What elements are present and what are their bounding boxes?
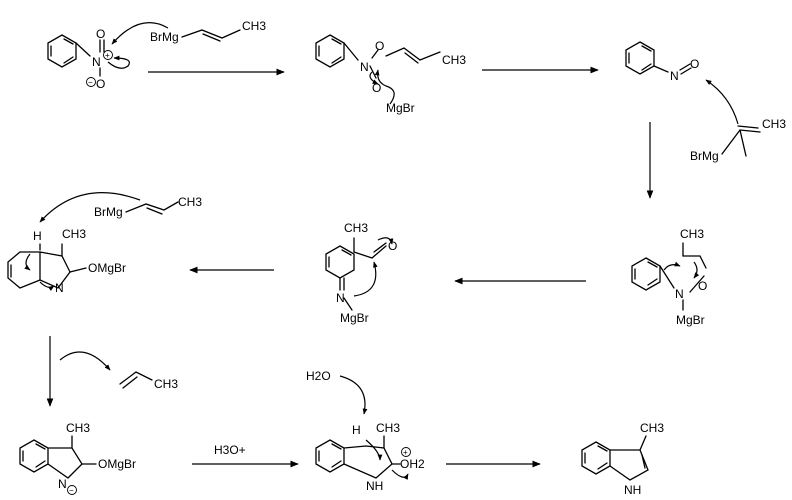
omgbr-label-7: OMgBr (98, 457, 136, 471)
intermediate-7-structure: CH3 OMgBr N − (19, 421, 136, 495)
hydrogen-label-6: H (33, 229, 42, 243)
methyl-label-7: CH3 (66, 421, 90, 435)
mgbr-label-4: MgBr (676, 313, 705, 327)
methyl-label-4: CH3 (680, 227, 704, 241)
methyl-label-9: CH3 (640, 421, 664, 435)
product-3-methylindole-structure: CH3 NH (581, 421, 664, 497)
intermediate-5-structure: CH3 O N MgBr (325, 221, 397, 325)
svg-text:−: − (88, 78, 93, 87)
int5-n-label: N (336, 291, 345, 305)
int5-o-label: O (388, 239, 397, 253)
int2-o-bottom-label: O (372, 81, 381, 95)
methyl-label-2: CH3 (442, 53, 466, 67)
water-label: H2O (306, 369, 331, 383)
int2-n-label: N (360, 60, 369, 74)
grignard-label-3: BrMg (690, 149, 719, 163)
methyl-label-1: CH3 (242, 19, 266, 33)
methyl-label-6b: CH3 (62, 227, 86, 241)
oh2-label: OH2 (400, 457, 425, 471)
svg-text:+: + (403, 448, 408, 457)
propene-structure (119, 371, 153, 389)
omgbr-label-6: OMgBr (88, 261, 126, 275)
nitro-o-bottom-label: O (96, 77, 105, 91)
nitroso-o-label: O (690, 57, 699, 71)
intermediate-8-structure: H2O H CH3 OH2 + NH (306, 369, 425, 493)
nitro-n-label: N (92, 55, 101, 69)
product-nh-label: NH (624, 483, 641, 497)
svg-text:−: − (69, 486, 74, 495)
hydrogen-label-8: H (352, 423, 361, 437)
intermediate-4-structure: CH3 N O MgBr (631, 227, 707, 327)
grignard-label-1: BrMg (150, 30, 179, 44)
methyl-label-5: CH3 (344, 221, 368, 235)
mgbr-label-2: MgBr (386, 101, 415, 115)
int6-n-label: N (55, 281, 64, 295)
intermediate-6-structure: BrMg CH3 H CH3 OMgBr N (7, 192, 202, 295)
int8-nh-label: NH (366, 479, 383, 493)
methyl-label-3: CH3 (762, 117, 786, 131)
int7-n-label: N (58, 477, 67, 491)
methyl-label-6: CH3 (178, 195, 202, 209)
grignard-label-6: BrMg (94, 205, 123, 219)
svg-text:+: + (105, 51, 110, 60)
methyl-label-8: CH3 (376, 421, 400, 435)
nitrosobenzene-structure: N O BrMg CH3 (625, 41, 786, 163)
nitro-o-top-label: O (96, 27, 105, 41)
propene-methyl-label: CH3 (154, 377, 178, 391)
int4-n-label: N (675, 287, 684, 301)
propene-loss-arrow (59, 351, 111, 371)
intermediate-2-structure: N O O MgBr CH3 (315, 34, 466, 115)
int4-o-label: O (698, 279, 707, 293)
nitrobenzene-structure: N + O O − BrMg CH3 (47, 19, 266, 91)
nitroso-n-label: N (670, 69, 679, 83)
mgbr-label-5: MgBr (340, 311, 369, 325)
int2-o-top-label: O (375, 39, 384, 53)
acid-label: H3O+ (214, 443, 246, 457)
